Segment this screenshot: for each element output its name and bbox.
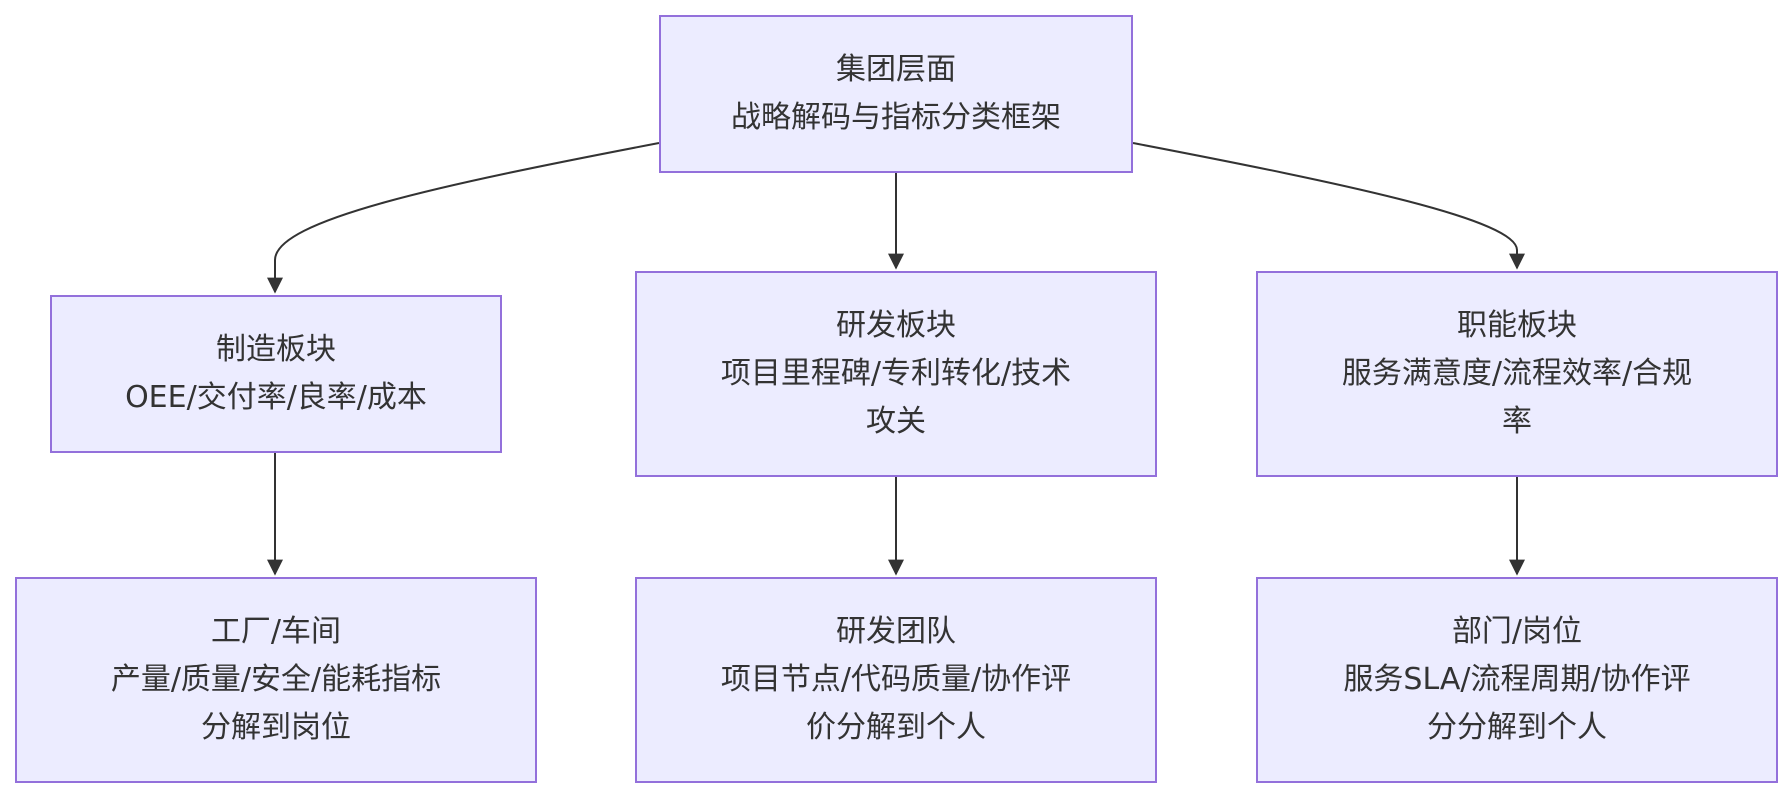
node-rnd-team-metrics-cont: 价分解到个人 xyxy=(806,710,986,745)
node-rnd-team-title: 研发团队 xyxy=(836,614,956,649)
node-department-metrics: 服务SLA/流程周期/协作评 xyxy=(1343,662,1691,697)
node-rnd-team-metrics: 项目节点/代码质量/协作评 xyxy=(720,662,1072,697)
node-functions-title: 职能板块 xyxy=(1457,308,1577,343)
node-department-metrics-cont: 分分解到个人 xyxy=(1427,710,1607,745)
node-department-title: 部门/岗位 xyxy=(1451,614,1583,649)
node-group-title: 集团层面 xyxy=(836,52,956,87)
node-functions: 职能板块 服务满意度/流程效率/合规 率 xyxy=(1256,271,1778,477)
node-group-subtitle: 战略解码与指标分类框架 xyxy=(731,100,1061,135)
node-rnd-team: 研发团队 项目节点/代码质量/协作评 价分解到个人 xyxy=(635,577,1157,783)
node-group-level: 集团层面 战略解码与指标分类框架 xyxy=(659,15,1133,173)
edge-group-to-functions xyxy=(1132,142,1525,270)
node-rnd-title: 研发板块 xyxy=(836,308,956,343)
node-factory-title: 工厂/车间 xyxy=(210,614,342,649)
node-functions-metrics: 服务满意度/流程效率/合规 xyxy=(1341,356,1693,391)
node-department: 部门/岗位 服务SLA/流程周期/协作评 分分解到个人 xyxy=(1256,577,1778,783)
node-factory-metrics: 产量/质量/安全/能耗指标 xyxy=(110,662,442,697)
node-factory: 工厂/车间 产量/质量/安全/能耗指标 分解到岗位 xyxy=(15,577,537,783)
node-rnd: 研发板块 项目里程碑/专利转化/技术 攻关 xyxy=(635,271,1157,477)
node-manufacturing-metrics: OEE/交付率/良率/成本 xyxy=(125,380,427,415)
edge-group-to-manufacturing xyxy=(267,142,660,294)
node-rnd-metrics: 项目里程碑/专利转化/技术 xyxy=(720,356,1072,391)
node-functions-metrics-cont: 率 xyxy=(1502,404,1532,439)
node-manufacturing: 制造板块 OEE/交付率/良率/成本 xyxy=(50,295,502,453)
node-manufacturing-title: 制造板块 xyxy=(216,332,336,367)
node-rnd-metrics-cont: 攻关 xyxy=(866,404,926,439)
node-factory-metrics-cont: 分解到岗位 xyxy=(201,710,351,745)
